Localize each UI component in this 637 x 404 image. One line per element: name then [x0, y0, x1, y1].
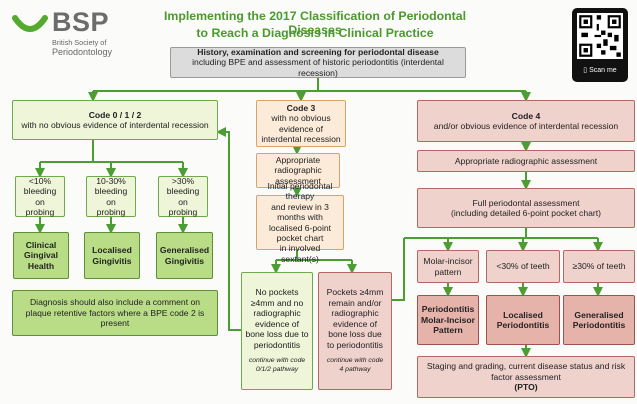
- logo-subtitle: British Society of Periodontology: [52, 38, 113, 58]
- staging-grading-box: Staging and grading, current disease sta…: [417, 356, 635, 398]
- code-4-box: Code 4 and/or obvious evidence of interd…: [417, 100, 635, 142]
- page-title-line1: Implementing the 2017 Classification of …: [163, 9, 467, 37]
- qr-code-icon: [577, 13, 623, 59]
- logo-name: BSP: [52, 7, 110, 37]
- plaque-factors-note: Diagnosis should also include a comment …: [12, 290, 218, 336]
- scan-label: ▯ Scan me: [583, 67, 617, 74]
- pattern-less-30-teeth: <30% of teeth: [486, 250, 560, 283]
- loop-to-code4: [392, 238, 405, 301]
- qr-code[interactable]: ▯ Scan me: [572, 8, 628, 82]
- pattern-more-30-teeth: ≥30% of teeth: [563, 250, 635, 283]
- code4-radiographic-box: Appropriate radiographic assessment: [417, 150, 635, 172]
- bsp-logo-mark: [12, 15, 48, 32]
- history-examination-box: History, examination and screening for p…: [170, 47, 466, 78]
- loop-to-code0: [216, 127, 241, 331]
- page-title-line2: to Reach a Diagnosis in Clinical Practic…: [196, 26, 434, 40]
- full-assessment-box: Full periodontal assessment(including de…: [417, 188, 635, 228]
- code-0-1-2-box: Code 0 / 1 / 2 with no obvious evidence …: [12, 100, 218, 140]
- code-3-box: Code 3 with no obvious evidence of inter…: [256, 100, 346, 147]
